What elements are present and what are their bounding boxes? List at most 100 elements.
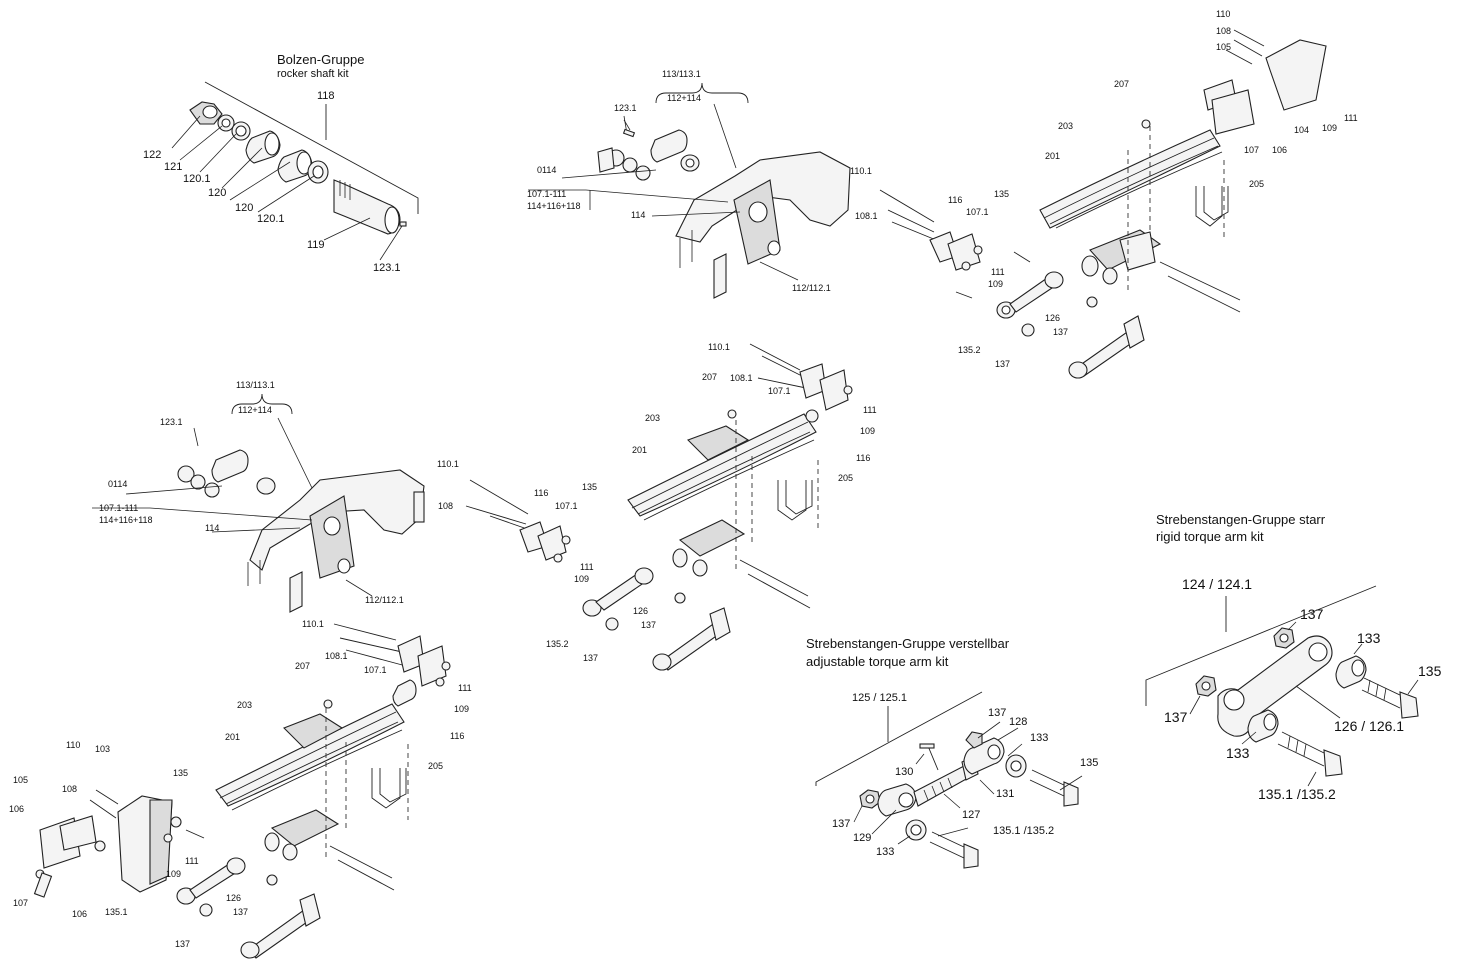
part-label: 116 <box>450 731 465 741</box>
part-label: 137 <box>175 939 191 949</box>
part-label: 137 <box>1164 709 1188 725</box>
part-label: 110.1 <box>850 166 872 176</box>
part-label: 207 <box>295 661 311 671</box>
part-label: 201 <box>225 732 241 742</box>
part-label: 105 <box>13 775 29 785</box>
part-label: 135 <box>994 189 1010 199</box>
part-label: 203 <box>645 413 661 423</box>
middle-suspension-assembly <box>92 343 853 671</box>
part-label: 123.1 <box>614 103 637 113</box>
part-label: 107.1 <box>768 386 791 396</box>
rigid-torque-arm-kit-title-de: Strebenstangen-Gruppe starr <box>1156 512 1326 527</box>
part-label: 135.1 /135.2 <box>993 825 1055 837</box>
rocker-shaft-kit-number: 118 <box>317 90 335 102</box>
adjustable-torque-arm-kit-title-de: Strebenstangen-Gruppe verstellbar <box>806 636 1010 651</box>
top-suspension-assembly <box>528 29 1327 379</box>
part-label: 116 <box>856 453 871 463</box>
part-label: 109 <box>1322 123 1338 133</box>
part-label: 109 <box>454 704 470 714</box>
part-label: 109 <box>860 426 876 436</box>
part-label: 135 <box>173 768 189 778</box>
part-label: 109 <box>166 869 182 879</box>
part-label: 120 <box>208 187 227 199</box>
part-label: 207 <box>702 372 718 382</box>
adjustable-torque-arm-kit-group <box>815 691 1083 869</box>
part-label: 135.1 /135.2 <box>1258 786 1336 802</box>
part-label: 106 <box>1272 145 1288 155</box>
part-label: 126 <box>633 606 649 616</box>
part-label: 111 <box>991 267 1005 277</box>
part-label: 135.2 <box>546 639 569 649</box>
part-label: 111 <box>1344 113 1358 123</box>
part-label: 123.1 <box>373 262 401 274</box>
part-label: 126 <box>1045 313 1061 323</box>
part-label: 120.1 <box>257 213 285 225</box>
part-label: 104 <box>1294 125 1310 135</box>
part-label: 109 <box>574 574 590 584</box>
part-label: 137 <box>1300 606 1324 622</box>
part-label: 126 / 126.1 <box>1334 718 1405 734</box>
part-label: 110 <box>66 740 81 750</box>
part-label: 107.1-111 <box>527 189 567 199</box>
part-label: 131 <box>996 788 1015 800</box>
adjustable-torque-arm-kit-title-en: adjustable torque arm kit <box>806 654 949 669</box>
rigid-torque-arm-kit-group <box>1145 585 1419 787</box>
part-label: 116 <box>948 195 963 205</box>
part-label: 112+114 <box>238 405 272 415</box>
part-label: 107 <box>13 898 29 908</box>
part-label: 129 <box>853 832 872 844</box>
part-label: 110.1 <box>302 619 324 629</box>
part-label: 106 <box>9 804 25 814</box>
part-label: 108 <box>438 501 454 511</box>
part-label: 107.1 <box>966 207 989 217</box>
part-label: 113/113.1 <box>662 69 701 79</box>
part-label: 0114 <box>537 165 557 175</box>
part-label: 109 <box>988 279 1004 289</box>
part-label: 107.1 <box>555 501 578 511</box>
rigid-torque-arm-kit-number: 124 / 124.1 <box>1182 576 1253 592</box>
part-label: 112+114 <box>667 93 701 103</box>
part-label: 123.1 <box>160 417 183 427</box>
part-label: 111 <box>863 405 877 415</box>
part-label: 108.1 <box>730 373 753 383</box>
part-label: 126 <box>226 893 242 903</box>
part-label: 107 <box>1244 145 1260 155</box>
part-label: 110 <box>1216 9 1231 19</box>
part-label: 111 <box>458 683 472 693</box>
part-label: 120.1 <box>183 173 211 185</box>
part-label: 128 <box>1009 716 1028 728</box>
part-label: 135.2 <box>958 345 981 355</box>
part-label: 108 <box>62 784 78 794</box>
part-label: 203 <box>1058 121 1074 131</box>
part-label: 112/112.1 <box>365 595 404 605</box>
part-label: 116 <box>534 488 549 498</box>
part-label: 205 <box>1249 179 1265 189</box>
rocker-shaft-kit-title-de: Bolzen-Gruppe <box>277 52 365 67</box>
part-label: 114 <box>631 210 646 220</box>
part-label: 207 <box>1114 79 1130 89</box>
part-label: 137 <box>832 818 851 830</box>
part-label: 135 <box>1080 757 1099 769</box>
part-label: 119 <box>307 239 325 251</box>
part-label: 107.1-111 <box>99 503 139 513</box>
part-label: 111 <box>185 856 199 866</box>
part-label: 103 <box>95 744 111 754</box>
part-label: 133 <box>876 846 895 858</box>
part-label: 130 <box>895 766 914 778</box>
part-label: 205 <box>838 473 854 483</box>
part-label: 108 <box>1216 26 1232 36</box>
part-label: 201 <box>1045 151 1061 161</box>
part-label: 203 <box>237 700 253 710</box>
part-label: 127 <box>962 809 981 821</box>
part-label: 120 <box>235 202 254 214</box>
part-label: 137 <box>641 620 657 630</box>
rigid-torque-arm-kit-title-en: rigid torque arm kit <box>1156 529 1264 544</box>
part-label: 0114 <box>108 479 128 489</box>
bottom-suspension-assembly <box>33 623 451 959</box>
part-label: 114+116+118 <box>99 515 153 525</box>
part-label: 107.1 <box>364 665 387 675</box>
part-label: 106 <box>72 909 88 919</box>
part-label: 111 <box>580 562 594 572</box>
rocker-shaft-kit-group <box>171 81 419 261</box>
part-label: 133 <box>1226 745 1250 761</box>
